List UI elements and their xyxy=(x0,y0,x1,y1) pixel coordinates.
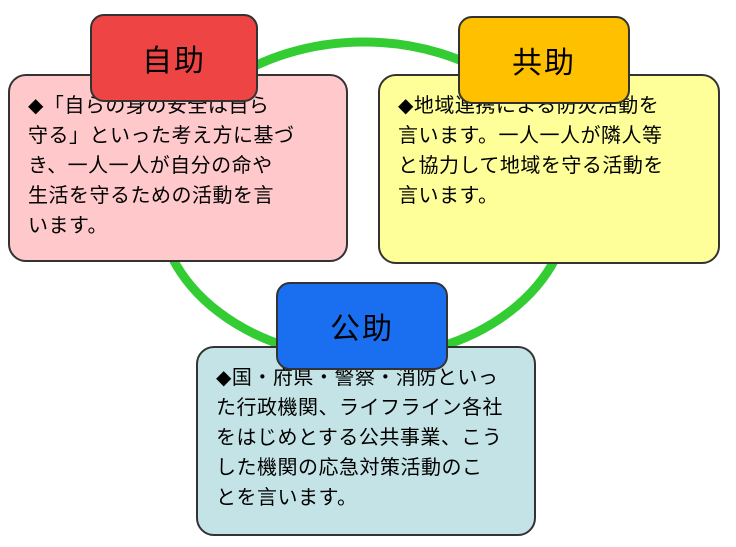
kojo-description-line: とを言います。 xyxy=(216,485,358,509)
jijo-title: 自助 xyxy=(142,44,206,79)
kyojo-title-box: 共助 xyxy=(458,16,630,104)
jijo-description-line: 守る」といった考え方に基づ xyxy=(28,123,295,147)
kojo-description-box: ◆国・府県・警察・消防といっ た行政機関、ライフライン各社 をはじめとする公共事… xyxy=(196,346,536,536)
kojo-title: 公助 xyxy=(330,312,394,347)
jijo-description-line: 生活を守るための活動を言 xyxy=(28,183,274,207)
kojo-description-line: した機関の応急対策活動のこ xyxy=(216,455,483,479)
kojo-title-box: 公助 xyxy=(276,282,448,370)
jijo-title-box: 自助 xyxy=(90,14,258,102)
kyojo-title: 共助 xyxy=(512,46,576,81)
jijo-description-box: ◆「自らの身の安全は自ら 守る」といった考え方に基づ き、一人一人が自分の命や … xyxy=(8,74,348,262)
kojo-description-line: た行政機関、ライフライン各社 xyxy=(216,395,503,419)
jijo-description-line: います。 xyxy=(28,213,108,237)
kyojo-description-line: と協力して地域を守る活動を xyxy=(398,153,664,177)
kojo-description-line: をはじめとする公共事業、こう xyxy=(216,425,503,449)
kyojo-description-box: ◆地域連携による防災活動を 言います。一人一人が隣人等 と協力して地域を守る活動… xyxy=(378,74,720,264)
kyojo-description-line: 言います。 xyxy=(398,183,499,207)
kyojo-description-line: 言います。一人一人が隣人等 xyxy=(398,123,663,147)
jijo-description-line: き、一人一人が自分の命や xyxy=(28,153,273,177)
